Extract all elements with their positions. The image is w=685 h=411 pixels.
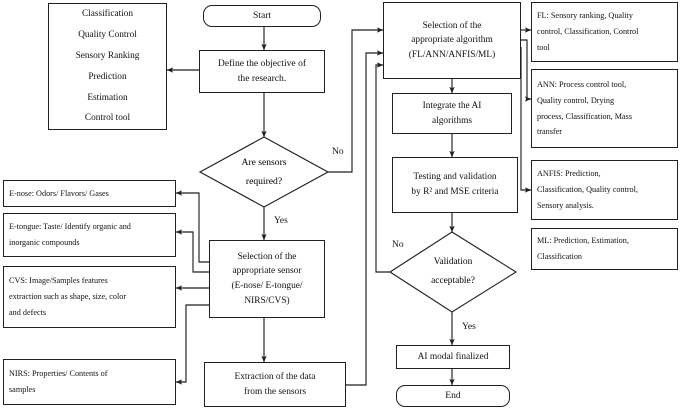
select-sensor: Selection of the appropriate sensor (E-n…: [209, 240, 325, 318]
fl-line: FL: Sensory ranking, Quality: [537, 11, 633, 21]
ann-line: transfer: [537, 127, 563, 137]
cvs-description: CVS: Image/Samples features extraction s…: [3, 266, 176, 328]
start-terminator: Start: [203, 5, 321, 27]
fl-description: FL: Sensory ranking, Quality control, Cl…: [531, 2, 678, 62]
select-algorithm: Selection of the appropriate algorithm (…: [383, 2, 521, 79]
edge-label-sensors-yes: Yes: [272, 216, 290, 226]
select-sensor-line: (E-nose/ E-tongue/: [231, 281, 303, 291]
select-algorithm-line: Selection of the: [422, 20, 482, 31]
end-terminator: End: [396, 385, 510, 407]
cvs-line: CVS: Image/Samples features: [9, 276, 108, 286]
sensors-required-decision: Are sensors required?: [200, 137, 328, 207]
objectives-list: Classification Quality Control Sensory R…: [48, 3, 167, 130]
edge-algorithm-to-anfis: [520, 47, 532, 193]
select-sensor-line: appropriate sensor: [232, 266, 302, 277]
nirs-description: NIRS: Properties/ Contents of samples: [3, 359, 176, 405]
select-sensor-line: Selection of the: [237, 251, 297, 262]
validation-decision-line: Validation: [433, 257, 473, 268]
enose-description: E-nose: Odors/ Flavors/ Gases: [3, 180, 176, 207]
nirs-line: NIRS: Properties/ Contents of: [9, 369, 108, 379]
edge-algorithm-to-ann: [521, 39, 532, 102]
sensors-decision-line: required?: [245, 176, 283, 187]
define-objective-line: the research.: [237, 72, 287, 84]
end-label: End: [445, 389, 461, 401]
ann-line: ANN: Process control tool,: [537, 79, 627, 89]
objectives-line: Quality Control: [78, 30, 137, 41]
validation-acceptable-decision: Validation acceptable?: [390, 232, 516, 312]
testing-validation-line: by R² and MSE criteria: [411, 187, 499, 197]
objectives-line: Classification: [81, 9, 134, 20]
anfis-line: ANFIS: Prediction,: [537, 169, 601, 179]
enose-line: E-nose: Odors/ Flavors/ Gases: [9, 188, 109, 198]
start-label: Start: [252, 9, 272, 21]
ml-line: ML: Prediction, Estimation,: [537, 236, 629, 246]
fl-line: tool: [537, 42, 550, 52]
anfis-description: ANFIS: Prediction, Classification, Quali…: [531, 160, 678, 220]
define-objective-line: Define the objective of: [217, 57, 307, 69]
select-algorithm-line: (FL/ANN/ANFIS/ML): [408, 49, 496, 60]
nirs-line: samples: [9, 385, 36, 394]
ann-description: ANN: Process control tool, Quality contr…: [531, 69, 678, 148]
etongue-description: E-tongue: Taste/ Identify organic and in…: [3, 213, 176, 257]
select-sensor-line: NIRS/CVS): [244, 295, 290, 306]
ai-model-finalized-label: AI modal finalized: [417, 351, 489, 362]
integrate-ai-line: Integrate the AI: [422, 100, 482, 111]
edge-validation-no-to-algorithm: [375, 62, 390, 273]
objectives-line: Sensory Ranking: [75, 50, 140, 61]
extract-data-line: Extraction of the data: [234, 371, 316, 382]
objectives-line: Estimation: [87, 92, 128, 103]
edge-extract-to-algorithm: [346, 50, 384, 386]
extract-data-line: from the sensors: [244, 386, 306, 397]
objectives-line: Control tool: [84, 113, 131, 124]
edge-label-validation-yes: Yes: [460, 322, 478, 332]
select-algorithm-line: appropriate algorithm: [411, 35, 493, 46]
etongue-line: inorganic compounds: [9, 238, 80, 247]
cvs-line: and defects: [9, 307, 47, 317]
testing-and-validation: Testing and validation by R² and MSE cri…: [392, 157, 518, 213]
anfis-line: Sensory analysis.: [537, 200, 594, 210]
objectives-line: Prediction: [88, 71, 127, 82]
ai-model-finalized: AI modal finalized: [396, 345, 510, 369]
ann-line: process, Classification, Mass: [537, 111, 633, 121]
etongue-line: E-tongue: Taste/ Identify organic and: [9, 222, 131, 232]
fl-line: control, Classification, Control: [537, 27, 639, 36]
validation-decision-line: acceptable?: [431, 276, 475, 286]
ann-line: Quality control, Drying: [537, 95, 615, 105]
sensors-decision-line: Are sensors: [241, 156, 287, 168]
extract-data: Extraction of the data from the sensors: [204, 362, 346, 407]
edge-sensor-to-etongue: [175, 229, 209, 273]
define-objective: Define the objective of the research.: [199, 50, 325, 93]
anfis-line: Classification, Quality control,: [537, 185, 638, 194]
ml-description: ML: Prediction, Estimation, Classificati…: [531, 228, 678, 270]
ml-line: Classification: [537, 252, 583, 261]
integrate-ai-line: algorithms: [431, 115, 473, 126]
testing-validation-line: Testing and validation: [413, 172, 497, 183]
edge-label-sensors-no: No: [330, 147, 346, 157]
cvs-line: extraction such as shape, size, color: [9, 292, 127, 301]
integrate-ai-algorithms: Integrate the AI algorithms: [392, 93, 512, 134]
edge-label-validation-no: No: [390, 240, 406, 250]
